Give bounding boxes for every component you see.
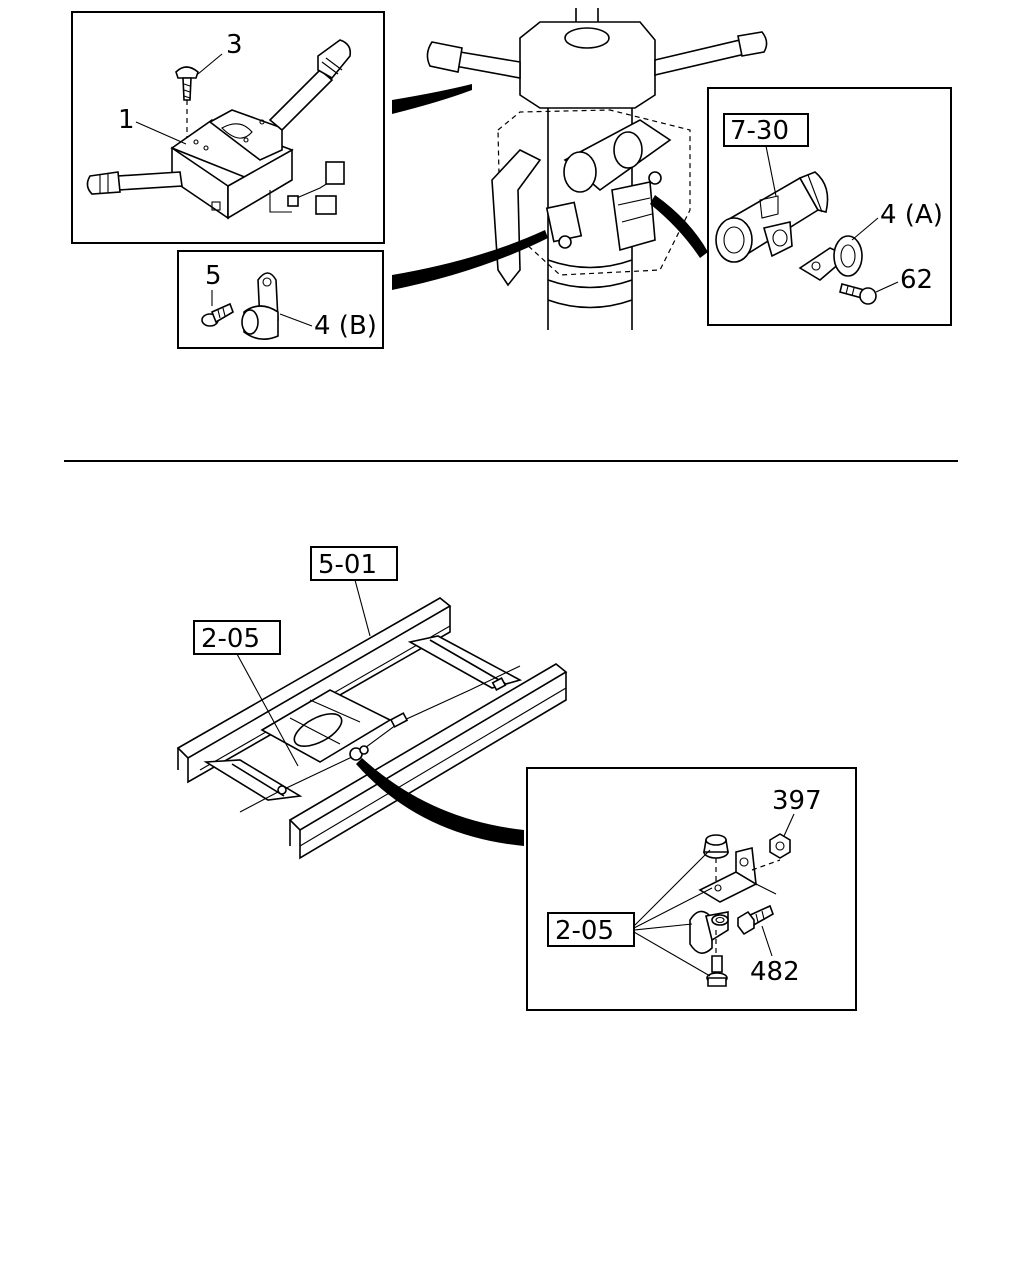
ref-box-7-30 (723, 113, 809, 147)
bolt-5 (201, 302, 234, 327)
ref-label-5-01: 5-01 (318, 550, 377, 580)
ref-box-2-05-main (193, 620, 281, 655)
leader-swoosh-clip-a (650, 195, 708, 258)
leader-swoosh-bracket (356, 758, 524, 846)
leader-swoosh-clip-b (392, 230, 548, 290)
steering-column-assembly (426, 8, 768, 330)
clip-4b (241, 272, 279, 340)
bolt-62 (839, 283, 877, 305)
bracket-plate (698, 847, 758, 903)
chassis-frame (176, 597, 568, 860)
ref-label-2-05-detail: 2-05 (555, 916, 614, 946)
callout-clip-4b: 4 (B) (314, 311, 377, 341)
clip-4a (798, 235, 863, 281)
callout-bolt-482: 482 (750, 957, 800, 987)
switch-body-1 (170, 109, 294, 220)
ref-label-7-30: 7-30 (730, 116, 789, 146)
column-tube-part (715, 171, 829, 263)
screw-3 (175, 66, 199, 101)
bolt-bottom (706, 955, 728, 987)
callout-clip-4a: 4 (A) (880, 200, 943, 230)
callout-nut-397: 397 (772, 786, 822, 816)
bolt-482 (737, 904, 774, 936)
detail-box-bracket (526, 767, 857, 1011)
clip-saddle (689, 910, 729, 954)
callout-bolt-5: 5 (205, 261, 222, 291)
detail-box-clip-b (177, 250, 384, 349)
callout-screw-3: 3 (226, 30, 243, 60)
ref-label-2-05-main: 2-05 (201, 624, 260, 654)
callout-switch-1: 1 (118, 105, 135, 135)
callout-bolt-62: 62 (900, 265, 933, 295)
detail-box-switch (71, 11, 385, 244)
leader-swoosh-switch (392, 84, 472, 114)
flange-nut-top (703, 834, 729, 859)
ref-box-5-01 (310, 546, 398, 581)
nut-397 (769, 833, 791, 859)
ref-box-2-05-detail (547, 912, 635, 947)
